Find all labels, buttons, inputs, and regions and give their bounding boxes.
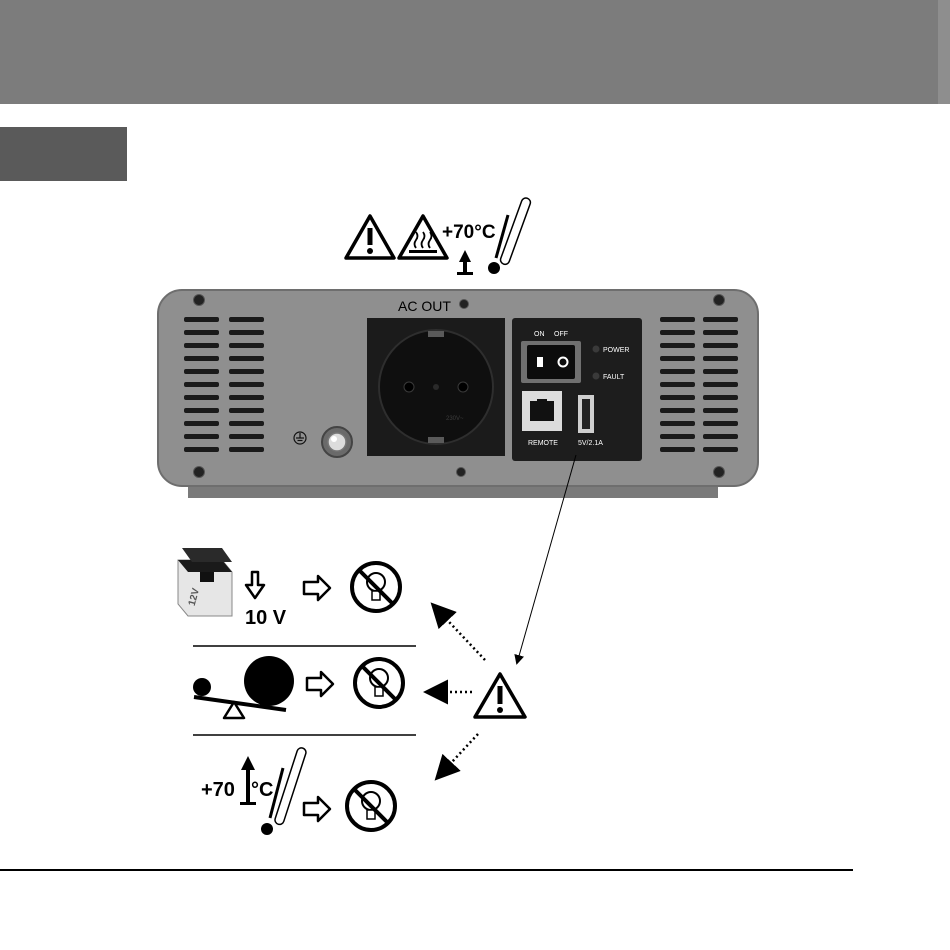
warning-triangle-icon: [346, 216, 394, 258]
ground-terminal: [322, 427, 352, 457]
battery-condition: 12V 10 V: [178, 548, 400, 629]
control-panel: ON OFF POWER FAULT REMOTE 5V/2.1A: [512, 318, 642, 461]
temperature-condition: +70 °C: [201, 747, 395, 835]
low-voltage-label: 10 V: [245, 607, 287, 629]
ac-socket: 230V~: [367, 318, 505, 456]
socket-rating: 230V~: [446, 416, 464, 422]
power-switch[interactable]: [521, 341, 581, 383]
right-arrow-icon: [304, 576, 330, 600]
ac-out-label: AC OUT: [398, 298, 451, 314]
overload-condition: [193, 656, 403, 718]
switch-on-label: ON: [534, 331, 545, 338]
fault-led: [593, 373, 600, 380]
footer-rule: [0, 869, 853, 871]
no-output-icon: [352, 563, 400, 611]
temperature-up-arrow-icon: [457, 250, 473, 275]
power-led: [593, 346, 600, 353]
right-arrow-icon: [307, 672, 333, 696]
remote-port[interactable]: [522, 391, 562, 431]
central-warning-icon: [475, 674, 525, 717]
top-warning-group: +70°C: [346, 197, 532, 275]
dotted-arrow-upper: [434, 606, 485, 660]
temperature-unit-label: °C: [251, 779, 273, 801]
hot-surface-icon: [399, 216, 447, 258]
dotted-arrows: [428, 606, 485, 777]
overload-seesaw-icon: [193, 656, 294, 718]
down-arrow-icon: [246, 572, 264, 598]
over-temperature-label: +70: [201, 779, 235, 801]
right-arrow-icon: [304, 797, 330, 821]
header-temperature-label: +70°C: [442, 222, 496, 243]
inverter-device: AC OUT 230V~ ON OFF POWER FAULT: [158, 290, 758, 498]
usb-port[interactable]: [578, 395, 594, 433]
remote-label: REMOTE: [528, 440, 558, 447]
battery-icon: 12V: [178, 548, 232, 616]
switch-off-label: OFF: [554, 331, 568, 338]
no-output-icon: [355, 659, 403, 707]
no-output-icon: [347, 782, 395, 830]
fault-led-label: FAULT: [603, 374, 625, 381]
power-led-label: POWER: [603, 347, 629, 354]
dotted-arrow-lower: [438, 734, 478, 777]
usb-label: 5V/2.1A: [578, 440, 603, 447]
